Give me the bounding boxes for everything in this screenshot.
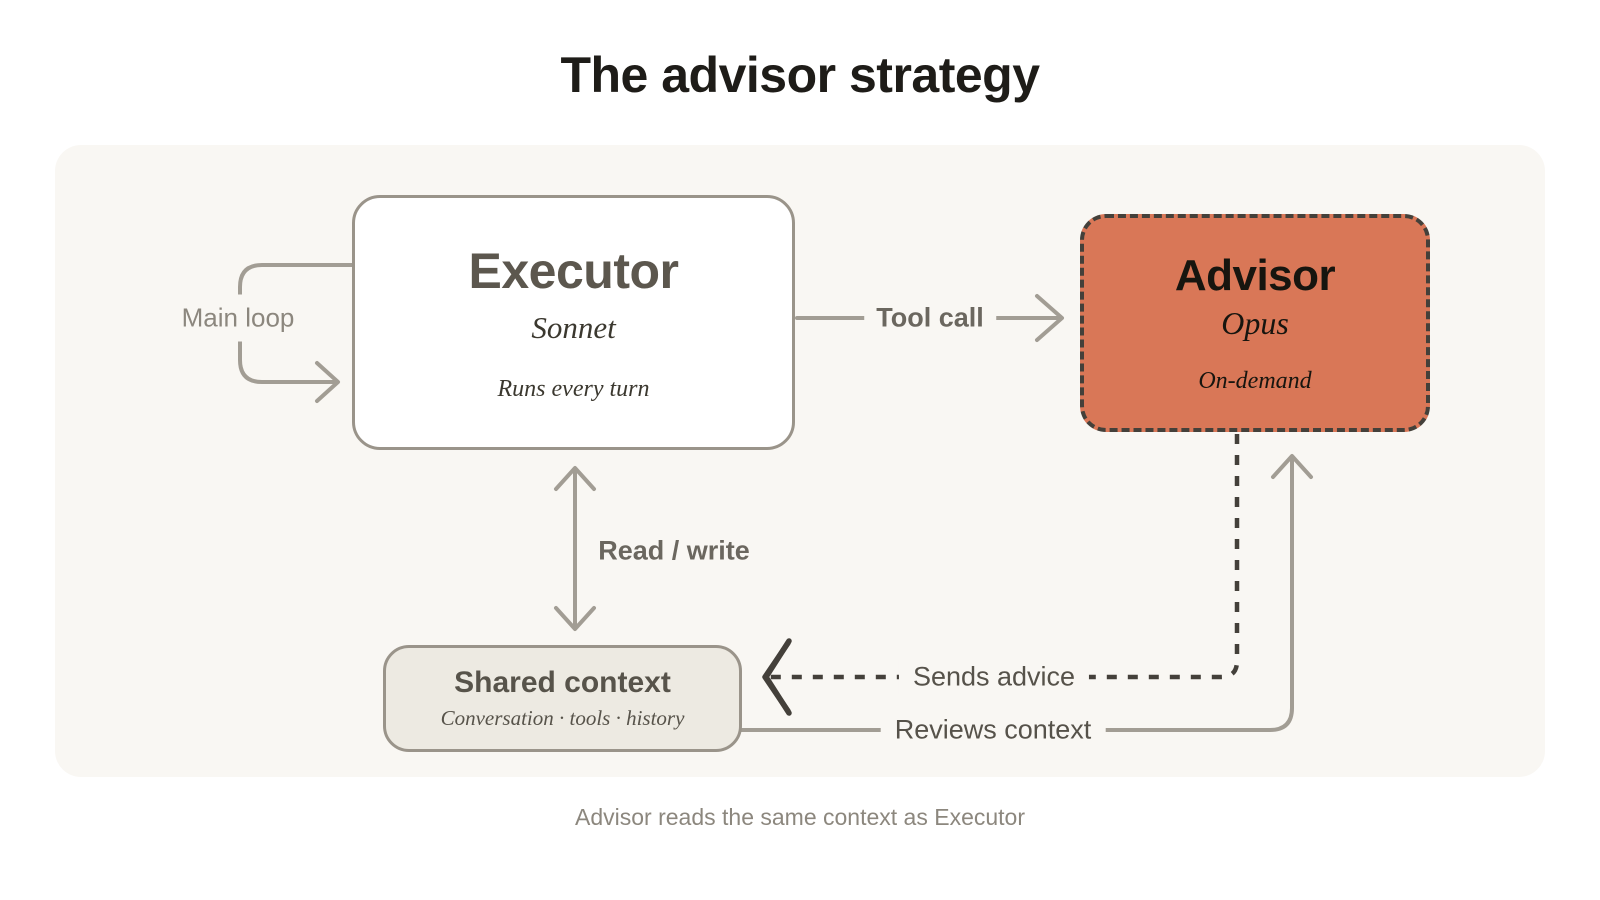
footer-caption: Advisor reads the same context as Execut… [575,804,1025,830]
advisor-model-label: Opus [1221,305,1289,341]
executor-note: Runs every turn [497,376,650,402]
shared-context-subtitle: Conversation · tools · history [440,706,685,730]
advisor-title: Advisor [1174,251,1336,300]
page-title: The advisor strategy [560,47,1040,103]
tool-call-label: Tool call [864,300,996,336]
advisor-note: On-demand [1198,368,1312,394]
executor-title: Executor [468,243,679,299]
read-write-label: Read / write [586,533,762,569]
executor-node: Executor Sonnet Runs every turn [352,195,795,450]
reviews-context-label: Reviews context [880,712,1106,748]
shared-context-node: Shared context Conversation · tools · hi… [383,645,742,752]
executor-model-label: Sonnet [531,310,616,345]
advisor-node: Advisor Opus On-demand [1080,214,1430,432]
sends-advice-label: Sends advice [898,659,1090,695]
main-loop-label: Main loop [175,294,301,342]
shared-context-title: Shared context [454,666,671,699]
